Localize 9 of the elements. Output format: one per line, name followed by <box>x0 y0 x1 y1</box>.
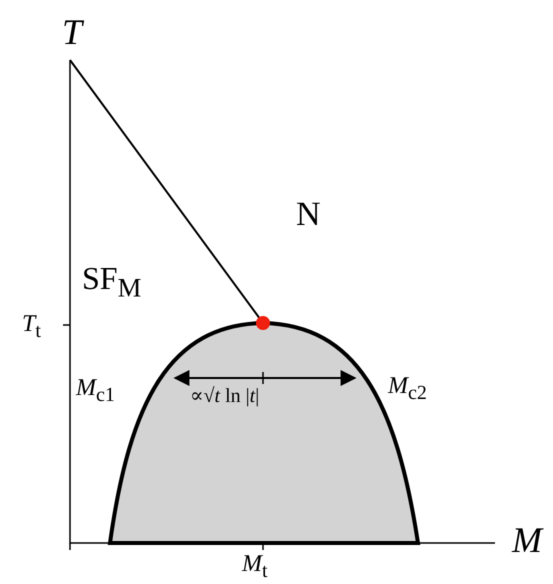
boundary-label: M$_{c2}$ <box>388 374 427 403</box>
phase-label: SF$_{M}$ <box>82 262 142 302</box>
axis-tick-label: M$_{t}$ <box>242 552 268 581</box>
phase-label: N <box>296 198 321 232</box>
axis-label: M <box>512 522 542 558</box>
boundary-label: M$_{c1}$ <box>76 376 115 405</box>
width-formula: ∝√t ln |t| <box>190 386 260 406</box>
axis-label: T <box>62 14 82 50</box>
axis-tick-label: T$_{t}$ <box>22 312 41 341</box>
